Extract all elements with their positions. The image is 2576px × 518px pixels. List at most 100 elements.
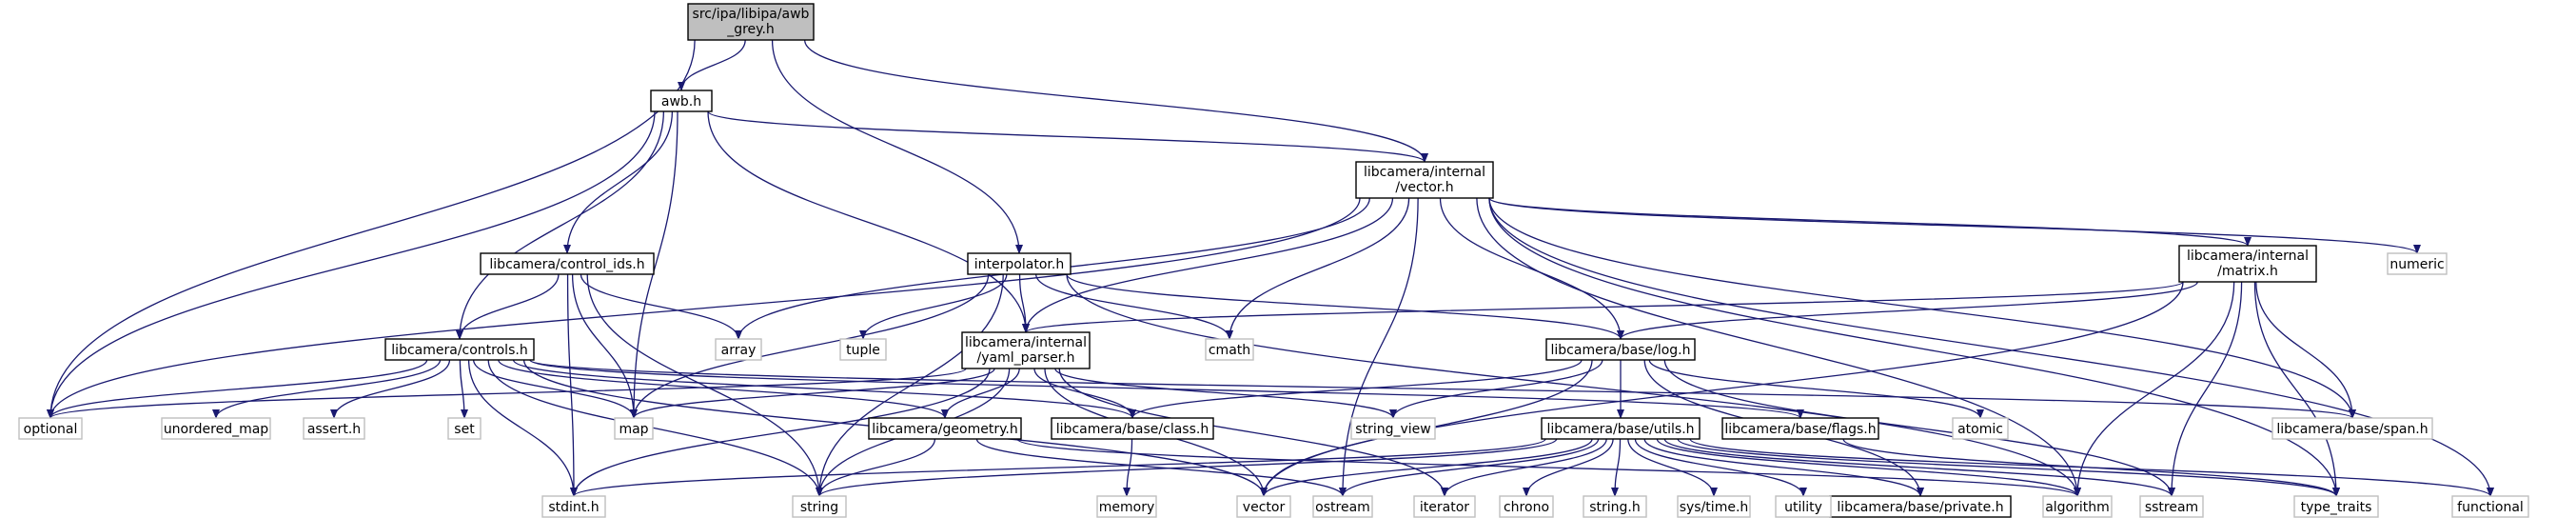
node-private[interactable]: libcamera/base/private.h bbox=[1829, 495, 2012, 518]
node-label-flags-0: libcamera/base/flags.h bbox=[1724, 422, 1876, 437]
edge-log-to-atomic bbox=[1648, 359, 1984, 419]
edge-vector-to-cmath bbox=[1226, 197, 1410, 340]
node-label-numeric-0: numeric bbox=[2389, 257, 2444, 272]
node-box-yaml_parser bbox=[961, 331, 1091, 369]
edge-awb_grey-to-interpolator bbox=[771, 39, 1023, 254]
edge-utils-to-private bbox=[1643, 438, 1924, 497]
edge-layer bbox=[47, 39, 2494, 497]
edge-utils-to-algorithm bbox=[1656, 438, 2081, 497]
node-label-memory-0: memory bbox=[1099, 500, 1155, 515]
edge-control_ids-to-controls bbox=[456, 273, 560, 340]
node-controls[interactable]: libcamera/controls.h bbox=[384, 338, 535, 361]
edge-awb-to-controls bbox=[456, 110, 665, 340]
edge-matrix-to-type_traits bbox=[2253, 281, 2340, 497]
node-string_view: string_view bbox=[1350, 417, 1436, 440]
edge-vector-to-ostream bbox=[1339, 197, 1419, 497]
node-flags[interactable]: libcamera/base/flags.h bbox=[1721, 417, 1879, 440]
edge-yaml_parser-to-map bbox=[630, 368, 995, 419]
node-label-utils-0: libcamera/base/utils.h bbox=[1546, 422, 1694, 437]
node-map: map bbox=[614, 417, 654, 440]
edge-awb-to-vector bbox=[707, 110, 1428, 163]
node-box-type_traits bbox=[2293, 495, 2379, 518]
node-awb[interactable]: awb.h bbox=[650, 90, 713, 112]
edge-utils-to-type_traits bbox=[1677, 438, 2340, 497]
node-yaml_parser[interactable]: libcamera/internal/yaml_parser.h bbox=[961, 331, 1091, 369]
edge-controls-to-class bbox=[512, 359, 1136, 419]
edge-flags-to-type_traits bbox=[1842, 438, 2340, 497]
node-label-algorithm-0: algorithm bbox=[2045, 500, 2110, 515]
node-label-assert-0: assert.h bbox=[307, 422, 361, 437]
edge-geometry-to-algorithm bbox=[1016, 438, 2081, 497]
edge-controls-to-unordered_map bbox=[212, 359, 442, 419]
node-utility: utility bbox=[1775, 495, 1832, 518]
node-span: libcamera/base/span.h bbox=[2271, 417, 2433, 440]
edge-utils-to-vector_std bbox=[1260, 438, 1593, 497]
edge-controls-to-span bbox=[529, 359, 2356, 419]
node-box-functional bbox=[2451, 495, 2529, 518]
node-box-controls bbox=[384, 338, 535, 361]
node-label-cmath-0: cmath bbox=[1209, 343, 1250, 358]
node-box-assert bbox=[303, 417, 365, 440]
node-numeric: numeric bbox=[2387, 252, 2448, 275]
node-box-control_ids bbox=[480, 252, 655, 275]
edge-interpolator-to-cmath bbox=[1035, 273, 1233, 340]
node-matrix[interactable]: libcamera/internal/matrix.h bbox=[2178, 245, 2317, 283]
node-stdint: stdint.h bbox=[541, 495, 606, 518]
node-interpolator[interactable]: interpolator.h bbox=[967, 252, 1072, 275]
node-control_ids[interactable]: libcamera/control_ids.h bbox=[480, 252, 655, 275]
edge-matrix-to-span bbox=[2255, 281, 2356, 419]
edge-control_ids-to-string bbox=[586, 273, 823, 497]
node-functional: functional bbox=[2451, 495, 2529, 518]
edge-geometry-to-ostream bbox=[975, 438, 1347, 497]
node-label-vector-1: /vector.h bbox=[1395, 180, 1453, 195]
edge-awb-to-optional bbox=[47, 110, 656, 419]
edge-utils-to-utility bbox=[1634, 438, 1807, 497]
node-class[interactable]: libcamera/base/class.h bbox=[1051, 417, 1214, 440]
node-vector[interactable]: libcamera/internal/vector.h bbox=[1355, 161, 1494, 199]
node-box-set bbox=[447, 417, 482, 440]
node-label-functional-0: functional bbox=[2457, 500, 2524, 515]
edge-controls-to-set bbox=[459, 359, 468, 419]
node-box-string_view bbox=[1350, 417, 1436, 440]
node-box-flags bbox=[1721, 417, 1879, 440]
node-log[interactable]: libcamera/base/log.h bbox=[1545, 338, 1696, 361]
edge-matrix-to-sstream bbox=[2168, 281, 2243, 497]
node-box-vector bbox=[1355, 161, 1494, 199]
node-box-numeric bbox=[2387, 252, 2448, 275]
node-unordered_map: unordered_map bbox=[161, 417, 271, 440]
node-label-set-0: set bbox=[454, 422, 475, 437]
node-layer: src/ipa/libipa/awb_grey.h awb.h libcamera/… bbox=[18, 3, 2529, 518]
node-box-algorithm bbox=[2042, 495, 2113, 518]
node-optional: optional bbox=[18, 417, 83, 440]
edge-utils-to-sys_time bbox=[1627, 438, 1718, 497]
node-label-matrix-1: /matrix.h bbox=[2217, 264, 2278, 279]
edge-log-to-class bbox=[1129, 359, 1583, 419]
edge-utils-to-string_h bbox=[1611, 438, 1622, 497]
edge-utils-to-stdint bbox=[570, 438, 1546, 497]
node-algorithm: algorithm bbox=[2042, 495, 2113, 518]
edge-awb_grey-to-awb bbox=[678, 39, 746, 91]
node-box-map bbox=[614, 417, 654, 440]
node-utils[interactable]: libcamera/base/utils.h bbox=[1541, 417, 1701, 440]
node-label-map-0: map bbox=[619, 422, 648, 437]
edge-yaml_parser-to-string_view bbox=[1054, 368, 1397, 419]
node-label-private-0: libcamera/base/private.h bbox=[1837, 500, 2003, 515]
node-box-sys_time bbox=[1677, 495, 1751, 518]
edge-utils-to-string bbox=[816, 438, 1558, 497]
node-label-interpolator-0: interpolator.h bbox=[974, 257, 1064, 272]
edge-vector-to-numeric bbox=[1488, 197, 2421, 254]
edge-awb_grey-to-vector bbox=[803, 39, 1428, 163]
edge-interpolator-to-string bbox=[816, 273, 1004, 497]
node-label-iterator-0: iterator bbox=[1420, 500, 1469, 515]
node-box-string bbox=[792, 495, 847, 518]
node-label-yaml_parser-1: /yaml_parser.h bbox=[976, 350, 1074, 366]
node-label-stdint-0: stdint.h bbox=[548, 500, 599, 515]
node-label-awb-0: awb.h bbox=[661, 94, 701, 110]
node-geometry[interactable]: libcamera/geometry.h bbox=[868, 417, 1022, 440]
node-awb_grey[interactable]: src/ipa/libipa/awb_grey.h bbox=[687, 3, 815, 41]
edge-awb_grey-to-optional bbox=[47, 39, 696, 419]
node-box-utility bbox=[1775, 495, 1832, 518]
node-array: array bbox=[715, 338, 762, 361]
edge-matrix-to-yaml_parser bbox=[1022, 281, 2184, 333]
node-label-log-0: libcamera/base/log.h bbox=[1551, 343, 1691, 358]
